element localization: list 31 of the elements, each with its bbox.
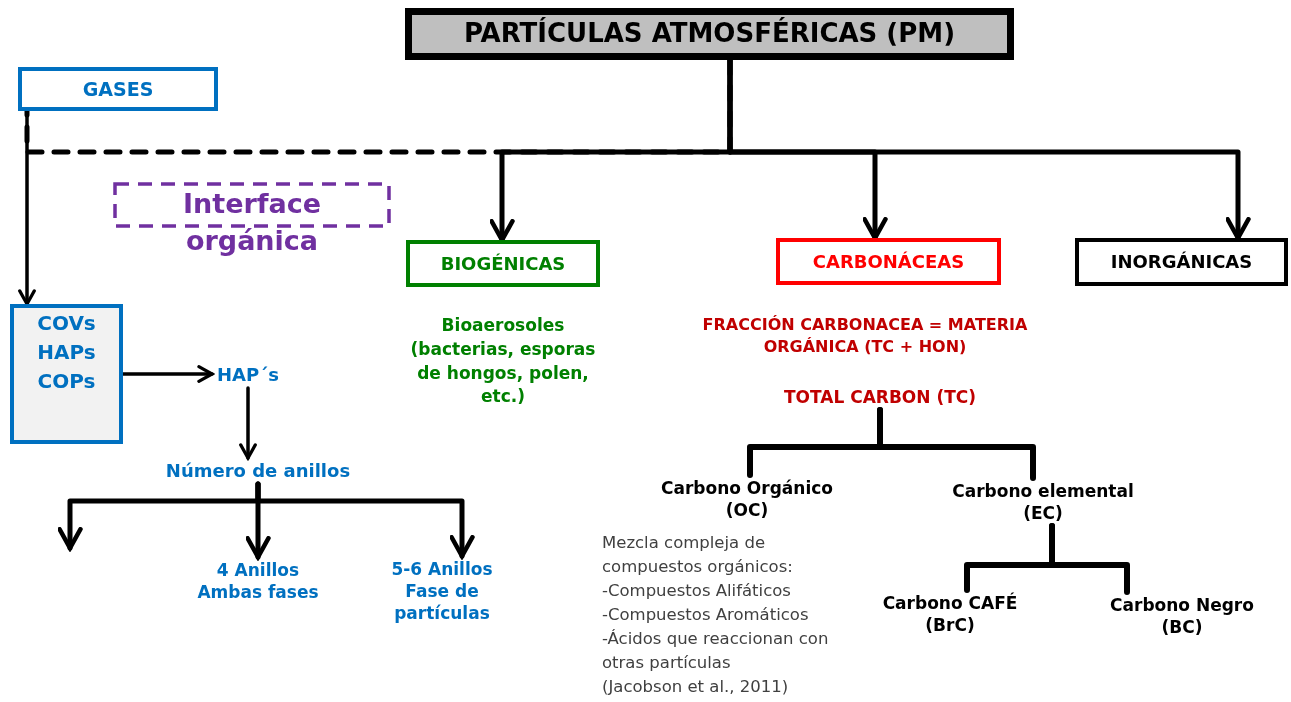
description-text: FRACCIÓN CARBONACEA = MATERIA ORGÁNICA (TC + HON) [701, 314, 1029, 359]
node-text: 4 Anillos Ambas fases [183, 557, 333, 605]
arrow [18, 109, 36, 306]
connector-line [1049, 523, 1130, 595]
node-text: 5-6 Anillos Fase de partículas [372, 556, 512, 626]
node-text: Número de anillos [155, 458, 361, 484]
box-sublabel: orgánica [185, 224, 319, 259]
node-text: Carbono CAFÉ (BrC) [860, 590, 1040, 638]
arrow [239, 386, 257, 460]
box-label: PARTÍCULAS ATMOSFÉRICAS (PM) [463, 17, 956, 51]
node-text: Carbono elemental (EC) [930, 478, 1156, 526]
category-box [406, 240, 600, 287]
arrow [255, 481, 475, 559]
description-text: Bioaerosoles (bacterias, esporas de hongos, polen, etc.) [410, 314, 596, 409]
compound-box [10, 304, 123, 444]
box-label: GASES [82, 76, 154, 102]
category-box [776, 238, 1001, 285]
title-box [405, 8, 1014, 60]
box-label: CARBONÁCEAS [812, 249, 965, 274]
box-label: BIOGÉNICAS [440, 251, 566, 276]
node-text: TOTAL CARBON (TC) [770, 384, 990, 410]
box-label: COVs HAPs COPs [36, 309, 97, 395]
node-text: Carbono Orgánico (OC) [642, 475, 852, 523]
category-box [1075, 238, 1288, 286]
box-label: Interface [182, 187, 322, 221]
node-text: HAP´s [212, 362, 284, 388]
connector-line [877, 407, 1036, 481]
node-text: Carbono Negro (BC) [1092, 592, 1272, 640]
box-label: INORGÁNICAS [1110, 250, 1253, 274]
category-box [18, 67, 218, 111]
list-text: Mezcla compleja de compuestos orgánicos: -Compuestos Alifáticos -Compuestos Aromáticos -Ácidos que reaccionan con otras partículas (Jacobson et al., 2011) [602, 532, 830, 698]
